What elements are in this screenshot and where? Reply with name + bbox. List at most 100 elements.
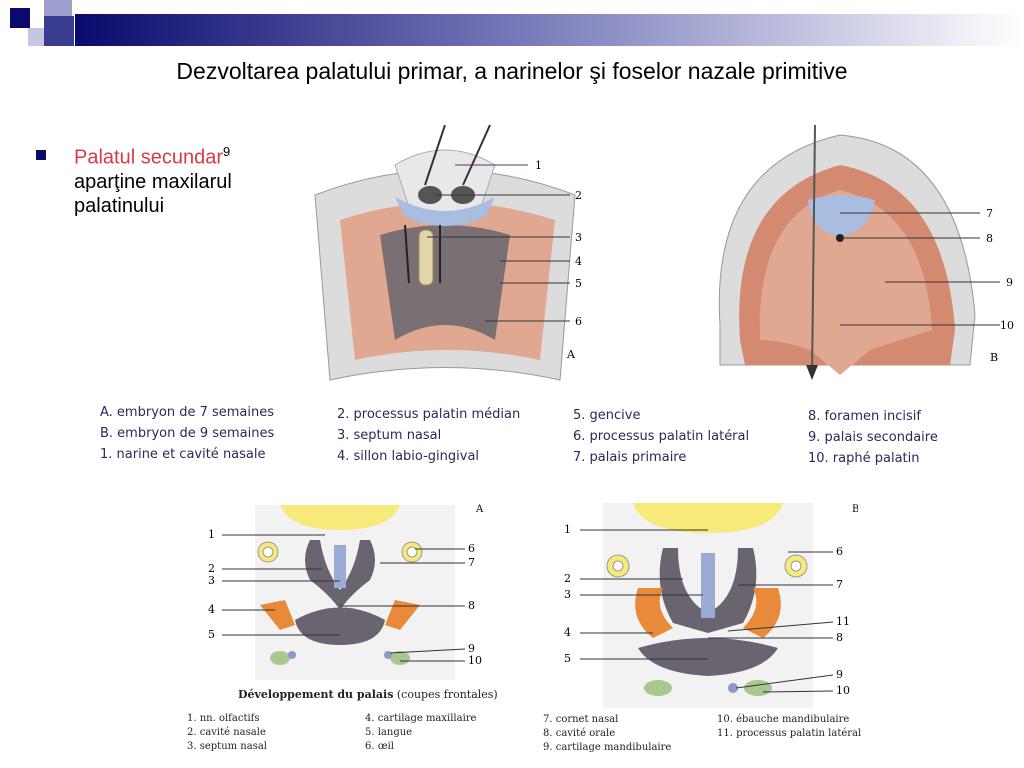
lower-a-num-8: 8	[468, 599, 475, 612]
legend-item: 8. foramen incisif	[808, 409, 921, 424]
lower-b-num-5: 5	[564, 652, 571, 665]
lower-a-num-6: 6	[468, 542, 475, 555]
header-square-2	[44, 0, 72, 16]
upper-a-num-1: 1	[535, 159, 542, 172]
lower-a-leader-9	[389, 648, 466, 654]
bullet-text: Palatul secundar9 aparţine maxilarul pal…	[74, 140, 274, 218]
legend-item: A. embryon de 7 semaines	[100, 405, 275, 420]
legend-item: 8. cavité orale	[543, 728, 616, 739]
section-a-cartilage-left	[260, 600, 295, 630]
legend-item: 6. œil	[365, 741, 395, 752]
upper-a-num-4: 4	[575, 255, 582, 268]
arrow-left	[404, 224, 410, 284]
upper-a-num-5: 5	[575, 277, 582, 290]
bullet-accent: Palatul secundar	[74, 146, 223, 169]
legend-item: 5. langue	[365, 727, 413, 738]
upper-a-num-2: 2	[575, 189, 582, 202]
lower-b-num-8: 8	[836, 631, 843, 644]
section-a-mandible-left	[270, 651, 290, 665]
lower-b-num-2: 2	[564, 572, 571, 585]
upper-a-num-3: 3	[575, 231, 582, 244]
upper-legend-col-1: A. embryon de 7 semaines B. embryon de 9…	[100, 402, 274, 465]
legend-item: 4. sillon labio-gingival	[337, 449, 480, 464]
lower-legend-col-1: 1. nn. olfactifs 2. cavité nasale 3. sep…	[187, 712, 267, 754]
lower-title-bold: Développement du palais	[238, 688, 394, 701]
lower-b-leader-11	[727, 621, 834, 632]
upper-b-num-8: 8	[986, 232, 993, 245]
lower-a-num-7: 7	[468, 556, 475, 569]
probe-b	[811, 125, 816, 376]
upper-legend-col-4: 8. foramen incisif 9. palais secondaire …	[808, 406, 938, 469]
bullet-marker	[36, 150, 46, 160]
header-square-1	[10, 8, 30, 28]
upper-legend-col-3: 5. gencive 6. processus palatin latéral …	[573, 405, 749, 468]
lower-b-leader-10	[762, 690, 834, 693]
lower-a-num-3: 3	[208, 574, 215, 587]
section-b-nasal-walls	[659, 548, 757, 633]
lower-b-num-4: 4	[564, 626, 571, 639]
lower-b-num-7: 7	[836, 578, 843, 591]
legend-item: 7. palais primaire	[573, 450, 687, 465]
header-square-3	[28, 28, 44, 46]
lower-b-label: B	[852, 504, 858, 515]
lower-legend-col-4: 10. ébauche mandibulaire 11. processus p…	[717, 713, 861, 741]
lower-b-num-10: 10	[836, 684, 850, 697]
section-b-cartilage-right	[743, 588, 781, 638]
probe-right	[462, 125, 491, 186]
secondary-palate	[759, 190, 932, 375]
figure-section-a: 1 2 3 4 5 6 7 8 9 10 A	[208, 504, 484, 680]
lower-a-num-5: 5	[208, 628, 215, 641]
probe-b-tip	[806, 365, 818, 380]
lower-title-rest: (coupes frontales)	[396, 688, 498, 701]
lower-a-num-10: 10	[468, 654, 482, 667]
lower-b-num-6: 6	[836, 545, 843, 558]
section-b-septum	[701, 553, 715, 618]
figure-section-b: 1 2 3 4 5 6 7 11 8 9 10 B	[564, 503, 858, 708]
section-b-cartilage-left	[635, 588, 673, 638]
upper-a-num-6: 6	[575, 315, 582, 328]
lower-b-num-3: 3	[564, 588, 571, 601]
section-a-brain	[280, 505, 400, 530]
median-palatine-process	[395, 197, 495, 226]
section-b-tongue	[638, 638, 778, 676]
probe-left	[424, 125, 446, 186]
figure-palate-a: 1 2 3 4 5 6 A	[314, 125, 582, 381]
legend-item: 2. processus palatin médian	[337, 407, 521, 422]
lower-a-num-1: 1	[208, 528, 215, 541]
section-a-nasal-walls	[305, 540, 375, 610]
lower-a-num-4: 4	[208, 603, 215, 616]
primary-palate	[808, 195, 875, 237]
slide-title: Dezvoltarea palatului primar, a narinelo…	[176, 58, 848, 84]
legend-item: 10. raphé palatin	[808, 451, 920, 466]
legend-item: 1. narine et cavité nasale	[100, 447, 266, 462]
legend-item: B. embryon de 9 semaines	[100, 426, 275, 441]
legend-item: 10. ébauche mandibulaire	[717, 714, 850, 725]
legend-item: 1. nn. olfactifs	[187, 713, 260, 724]
figure-palate-b: 7 8 9 10 B	[718, 125, 1014, 380]
lower-b-num-11: 11	[836, 615, 850, 628]
upper-b-num-10: 10	[1000, 319, 1014, 332]
upper-legend-col-2: 2. processus palatin médian 3. septum na…	[337, 404, 520, 467]
lower-legend-col-3: 7. cornet nasal 8. cavité orale 9. carti…	[543, 713, 671, 755]
legend-item: 6. processus palatin latéral	[573, 429, 750, 444]
header-gradient	[10, 0, 1024, 46]
upper-a-label: A	[566, 348, 576, 361]
bullet-sup: 9	[222, 144, 231, 159]
lower-a-label: A	[475, 504, 484, 515]
upper-b-num-7: 7	[986, 207, 993, 220]
incisive-foramen	[836, 234, 844, 242]
legend-item: 3. septum nasal	[187, 741, 267, 752]
lower-a-num-9: 9	[468, 642, 475, 655]
legend-item: 3. septum nasal	[337, 428, 442, 443]
lower-figure-title: Développement du palais (coupes frontale…	[238, 688, 498, 701]
section-b-mandible-right	[744, 680, 772, 696]
bullet-line-2: aparţine maxilarul	[74, 170, 232, 193]
legend-item: 7. cornet nasal	[543, 714, 619, 725]
lower-b-leader-9	[735, 674, 834, 689]
legend-item: 4. cartilage maxillaire	[365, 713, 477, 724]
legend-item: 2. cavité nasale	[187, 727, 266, 738]
lower-b-num-1: 1	[564, 523, 571, 536]
bullet-line-3: palatinului	[74, 194, 165, 217]
section-b-mandible-left	[644, 680, 672, 696]
legend-item: 5. gencive	[573, 408, 641, 423]
